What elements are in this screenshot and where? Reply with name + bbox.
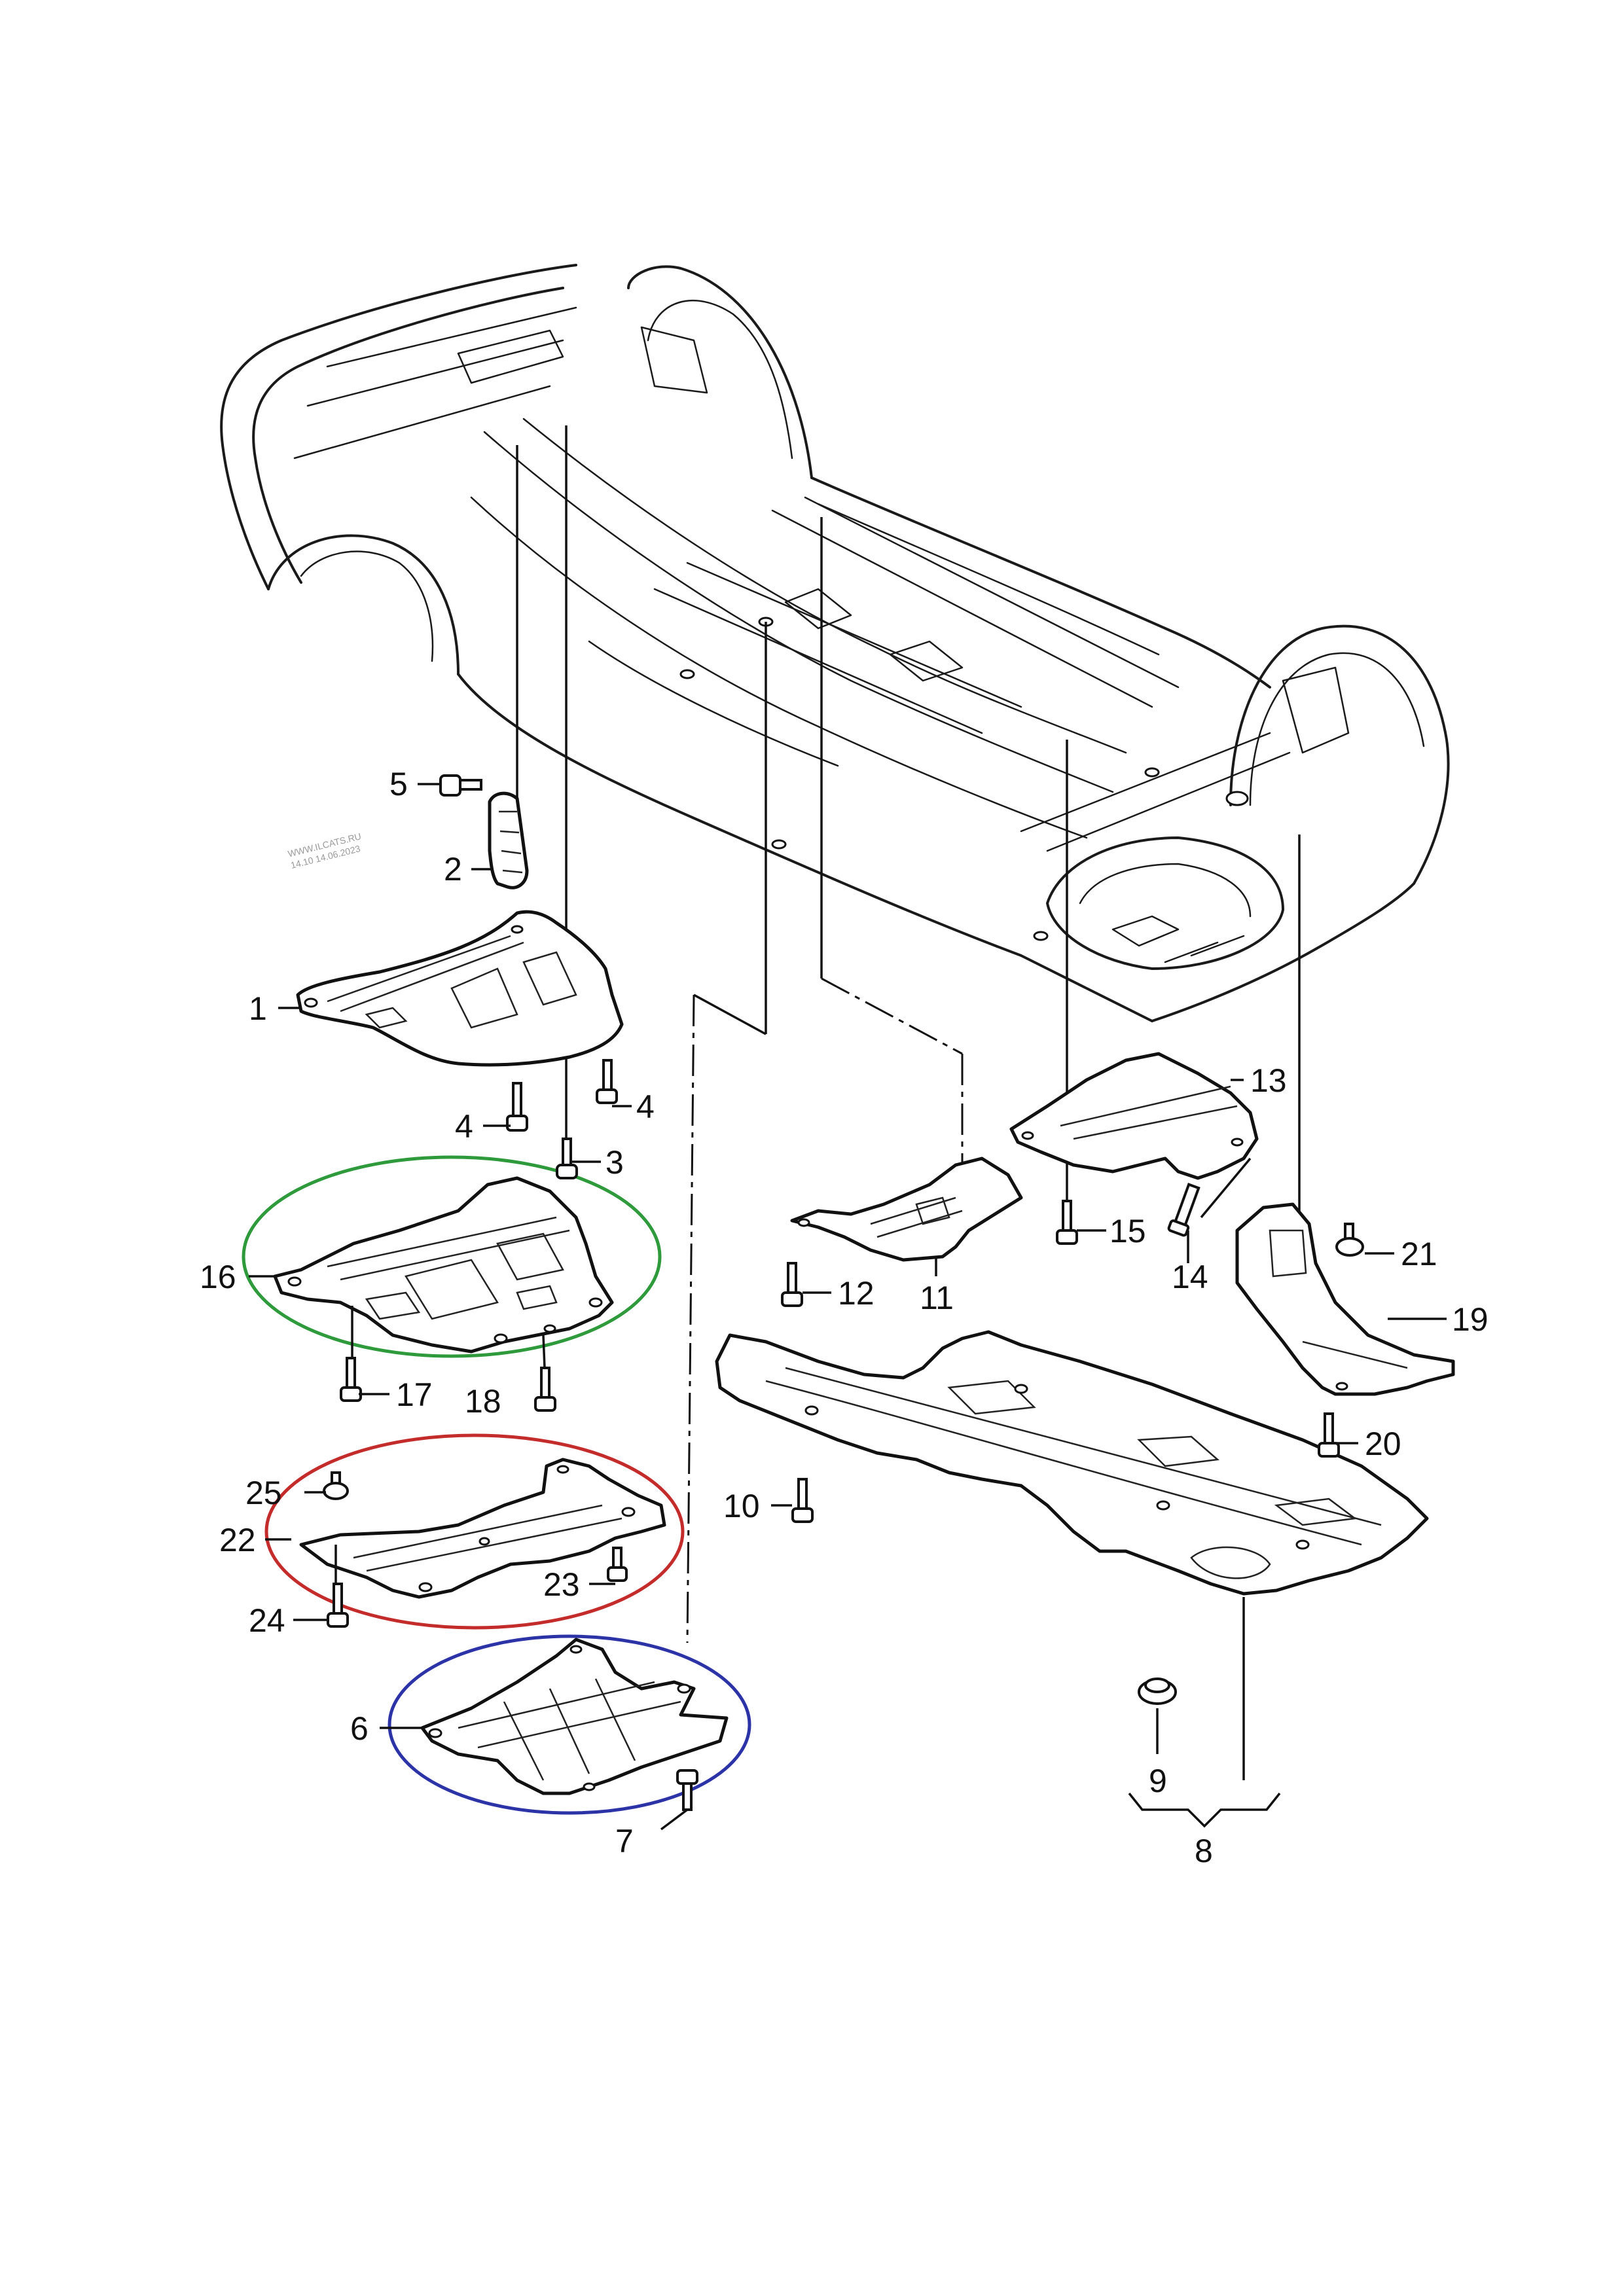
callout-14: 14 <box>1172 1259 1208 1295</box>
part-13-panel <box>1009 1052 1259 1180</box>
bolt-4-left-icon <box>506 1082 528 1132</box>
part-8-underbody-panel <box>715 1330 1429 1596</box>
stud-23-icon <box>607 1547 628 1582</box>
callout-11: 11 <box>920 1280 954 1316</box>
bolt-15-icon <box>1056 1200 1078 1245</box>
callout-17: 17 <box>396 1376 433 1413</box>
callout-16: 16 <box>200 1259 236 1295</box>
bolt-12-icon <box>781 1262 803 1307</box>
callout-24: 24 <box>249 1602 285 1639</box>
part-11-panel <box>790 1157 1023 1262</box>
nut-3-icon <box>556 1138 578 1179</box>
callout-4-left: 4 <box>455 1108 473 1145</box>
callout-5: 5 <box>389 766 408 802</box>
callout-13: 13 <box>1250 1062 1287 1099</box>
vehicle-underbody <box>220 264 1450 1022</box>
callout-2: 2 <box>444 851 462 888</box>
part-6-shield <box>420 1638 729 1795</box>
callout-7: 7 <box>615 1823 634 1859</box>
group-highlight-blue <box>388 1634 751 1815</box>
callout-9: 9 <box>1149 1763 1167 1799</box>
callout-15: 15 <box>1110 1213 1146 1249</box>
fasteners <box>323 774 1364 1811</box>
part-1-front-shield <box>296 910 624 1067</box>
callout-23: 23 <box>543 1566 580 1603</box>
callout-labels: 5 2 1 4 4 3 16 17 18 25 22 23 24 6 7 12 … <box>200 766 1489 1869</box>
callout-20: 20 <box>1365 1426 1401 1462</box>
callout-19: 19 <box>1452 1301 1489 1338</box>
callout-25: 25 <box>245 1475 282 1511</box>
part-22-shield <box>299 1458 666 1599</box>
clip-14-icon <box>1167 1183 1200 1237</box>
bolt-20-icon <box>1318 1412 1340 1458</box>
nut-25-icon <box>323 1471 349 1500</box>
assembly-lines <box>516 425 1301 1643</box>
callout-1: 1 <box>249 990 267 1027</box>
bolt-24-icon <box>327 1583 349 1628</box>
leader-lines <box>249 783 1447 1831</box>
bolt-4-right-icon <box>596 1059 618 1104</box>
bolt-10-icon <box>791 1478 814 1523</box>
callout-6: 6 <box>350 1710 369 1747</box>
callout-10: 10 <box>723 1488 760 1524</box>
callout-3: 3 <box>605 1144 624 1181</box>
callout-8: 8 <box>1195 1833 1213 1869</box>
callout-21: 21 <box>1401 1236 1437 1272</box>
watermark: WWW.ILCATS.RU 14.10 14.06.2023 <box>287 831 362 870</box>
bolt-18-icon <box>534 1367 556 1412</box>
part-19-panel <box>1235 1202 1455 1396</box>
nut-21-icon <box>1335 1223 1364 1257</box>
callout-4-right: 4 <box>636 1088 655 1125</box>
nut-9-icon <box>1138 1677 1177 1705</box>
callout-18: 18 <box>465 1383 501 1420</box>
group-highlight-red <box>264 1433 685 1630</box>
group-highlight-green <box>242 1155 662 1358</box>
part-2-bracket <box>488 791 529 889</box>
callout-12: 12 <box>838 1275 875 1312</box>
callout-22: 22 <box>219 1522 256 1558</box>
part-16-shield <box>273 1176 614 1354</box>
bolt-5-icon <box>439 774 482 797</box>
bolt-17-icon <box>340 1357 362 1402</box>
